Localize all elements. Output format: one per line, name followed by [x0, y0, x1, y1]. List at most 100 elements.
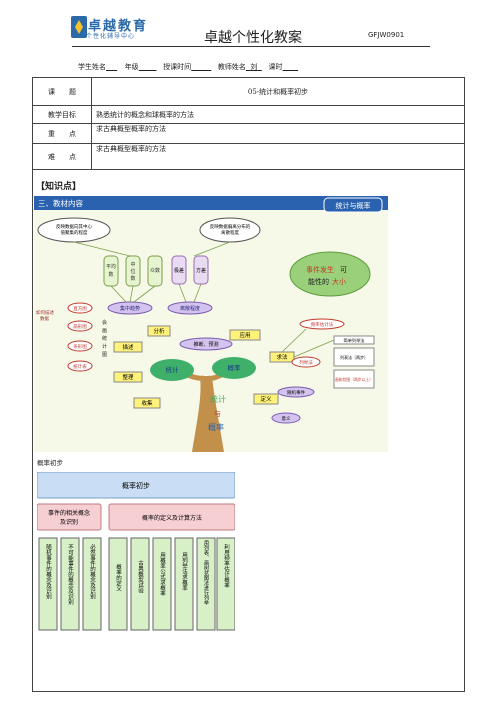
- svg-text:中: 中: [130, 261, 135, 268]
- tall-box-median: 中位数: [125, 255, 141, 287]
- svg-text:收集: 收集: [141, 399, 153, 407]
- lesson-info-table: 课 题 05-统计和概率初步 教学目标 熟悉统计的概念和球概率的方法 重 点 求…: [32, 77, 465, 170]
- section-title: 【知识点】: [36, 182, 82, 192]
- mindmap-badge: 统计与概率: [336, 201, 371, 210]
- svg-text:统: 统: [102, 335, 107, 342]
- random-event: [277, 386, 315, 398]
- row-value: 05-统计和概率初步: [91, 77, 465, 106]
- svg-text:条形图: 条形图: [73, 343, 87, 350]
- bubble-line-1-tail: 可: [340, 266, 347, 274]
- logo-emblem-icon: [71, 16, 87, 38]
- oval-predict: [179, 337, 233, 351]
- svg-text:集中趋势: 集中趋势: [120, 305, 140, 312]
- time-blank: [191, 63, 211, 71]
- info-line: 学生姓名 年级 授课时间 教师姓名 刘 课时: [78, 62, 298, 72]
- leaf-0: 随机事件的概念及识别: [45, 543, 52, 601]
- document-code: GFJW0901: [368, 31, 405, 39]
- row-label: 重 点: [32, 123, 92, 144]
- leaf-8: 利用频率估计概率: [223, 543, 230, 590]
- bubble-line-2-tail: 大小: [332, 277, 346, 286]
- svg-text:统计表: 统计表: [73, 363, 87, 370]
- svg-text:概率: 概率: [228, 363, 242, 372]
- document-title: 卓越个性化教案: [204, 30, 302, 46]
- svg-text:数: 数: [130, 275, 135, 282]
- box-apply: [229, 329, 261, 341]
- row-label: 难 点: [32, 143, 92, 170]
- svg-text:直方图: 直方图: [73, 305, 87, 312]
- row-label: 课 题: [32, 77, 92, 106]
- leaf-5: 用概率公式求概率: [159, 552, 166, 598]
- svg-text:及识别: 及识别: [60, 518, 78, 526]
- mindmap-heading: 三、教材内容: [38, 198, 83, 208]
- svg-text:定义: 定义: [260, 395, 272, 403]
- time-label: 授课时间: [163, 63, 192, 71]
- trunk-label-2: 与: [214, 410, 221, 418]
- statistics-probability-mindmap: 三、教材内容 统计与概率 反映数据向其中心 值聚集的程度 反映数据偏离分布的 离…: [34, 196, 388, 452]
- table-row: 教学目标 熟悉统计的概念和球概率的方法: [32, 105, 465, 124]
- bubble-line-2: 能性的: [308, 277, 329, 286]
- trunk-label-1: 统计: [210, 394, 226, 404]
- student-label: 学生姓名: [78, 63, 106, 71]
- list-tree: 画树状图（两步以上）: [335, 377, 373, 382]
- caption: 概率初步: [37, 459, 63, 467]
- leaf-3: 概率的定义: [115, 563, 122, 592]
- logo-subtitle: 个性化辅导中心: [86, 33, 136, 40]
- box-analyze: [147, 325, 171, 337]
- svg-text:数: 数: [108, 271, 113, 278]
- trunk-label-3: 概率: [208, 422, 224, 432]
- svg-text:值聚集的程度: 值聚集的程度: [61, 229, 88, 236]
- svg-text:描述: 描述: [122, 343, 134, 351]
- svg-text:推断、预测: 推断、预测: [193, 341, 218, 348]
- tall-box-mean: 平均数: [103, 255, 119, 287]
- probability-tree-diagram: 概率初步 事件的相关概念 及识别 概率的定义及计算方法 随机事件的概念及识别 不…: [37, 472, 235, 631]
- header-rule: [72, 46, 430, 47]
- svg-text:随机事件: 随机事件: [287, 389, 305, 396]
- oval-center-right: [167, 301, 213, 315]
- tall-box-variance: 方差: [193, 255, 209, 285]
- svg-text:计: 计: [102, 343, 107, 350]
- tree-level2-0: 事件的相关概念: [48, 509, 90, 517]
- teacher-value: 刘: [250, 63, 258, 71]
- side-note: 如何描述: [36, 309, 54, 316]
- svg-text:扇形图: 扇形图: [73, 323, 87, 330]
- svg-text:频率估计法: 频率估计法: [311, 321, 334, 328]
- box-collect: [133, 397, 161, 409]
- svg-text:列举法: 列举法: [299, 359, 313, 366]
- list-table: 列表法（两步）: [340, 354, 368, 360]
- box-define: [253, 393, 279, 405]
- bubble-line-1: 事件发生: [306, 265, 334, 274]
- grade-blank: [139, 63, 157, 71]
- meaning: [271, 412, 301, 424]
- probability-leaf: [212, 357, 256, 379]
- svg-text:反映数据向其中心: 反映数据向其中心: [56, 223, 92, 230]
- svg-text:方差: 方差: [196, 267, 206, 274]
- tree-root: 概率初步: [122, 481, 150, 490]
- cloud-right: [199, 217, 261, 243]
- svg-text:平均: 平均: [106, 263, 116, 270]
- list-simple: 简单列举法: [344, 337, 365, 344]
- svg-text:画: 画: [102, 328, 107, 334]
- grade-label: 年级: [124, 63, 139, 71]
- svg-text:图: 图: [102, 352, 107, 358]
- svg-text:离散程度: 离散程度: [180, 305, 200, 312]
- svg-text:位: 位: [130, 268, 135, 275]
- svg-text:极差: 极差: [174, 267, 184, 274]
- knowledge-cell: [32, 169, 465, 692]
- svg-text:求法: 求法: [276, 353, 288, 361]
- svg-text:离散程度: 离散程度: [221, 229, 239, 236]
- leaf-7: 用列表、画树状图法进行列举: [203, 540, 209, 606]
- event-bubble: [289, 251, 371, 297]
- hours-label: 课时: [268, 63, 283, 71]
- tree-leaves: 随机事件的概念及识别 不可能事件的概念及识别 必然事件的概念及识别 概率的定义 …: [38, 537, 235, 631]
- list-method: [291, 356, 321, 368]
- row-label: 教学目标: [32, 105, 92, 124]
- svg-text:会: 会: [102, 319, 107, 326]
- box-describe: [113, 341, 143, 353]
- freq-est: [299, 318, 345, 330]
- leaf-1: 不可能事件的概念及识别: [67, 544, 74, 606]
- svg-text:统计: 统计: [166, 365, 180, 374]
- leaf-6: 用列举法求概率: [181, 552, 188, 592]
- row-value: 熟悉统计的概念和球概率的方法: [91, 105, 465, 124]
- svg-text:反映数据偏离分布的: 反映数据偏离分布的: [210, 223, 251, 230]
